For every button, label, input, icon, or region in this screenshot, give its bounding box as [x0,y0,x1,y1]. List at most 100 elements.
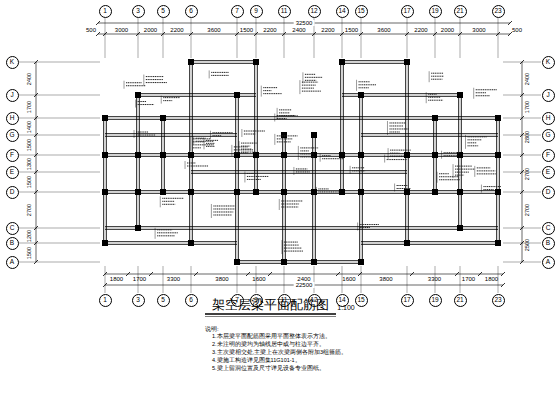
axis-number: F [10,152,14,159]
axis-bubble: 17 [401,5,414,18]
axis-number: A [546,259,550,266]
beam [343,62,344,192]
dimension-tick [455,272,459,276]
dimension-tick [246,272,250,276]
axis-line [460,18,461,58]
axis-bubble: 5 [157,294,170,307]
beam [361,136,498,137]
column [281,189,287,195]
note-line: 5.梁上留洞位置及尺寸详见设备专业图纸。 [212,366,325,372]
dimension-text: 1700 [133,276,146,282]
beam-annotation-mark [263,93,282,94]
axis-number: E [10,169,14,176]
dimension-text: 2400 [525,72,531,84]
beam-annotation-mark [302,85,316,86]
beam-annotation-mark [247,173,256,174]
axis-number: B [546,240,550,247]
beam-annotation-mark [281,206,298,207]
dimension-text: 3800 [215,276,228,282]
column [160,115,166,121]
axis-number: 3 [136,297,140,304]
title-underline [205,316,336,317]
beam-annotation-mark [279,109,292,110]
beam [191,60,256,61]
scale-text: 1:100 [337,304,355,311]
beam-annotation-mark [477,173,496,174]
leader-line [203,138,204,149]
plan-linework [19,18,541,317]
beam-annotation-mark [146,76,164,77]
column [160,152,166,158]
axis-number: 7 [235,8,239,15]
beam-annotation-mark [136,132,148,133]
dimension-tick [405,32,409,36]
beam-annotation-mark [397,188,411,189]
beam-annotation-mark [322,155,331,156]
axis-line [138,18,139,58]
beam [136,95,137,228]
beam-annotation-mark [247,176,269,177]
leader-line [394,184,395,192]
beam [191,63,256,64]
axis-bubble: 3 [132,5,145,18]
column [188,189,194,195]
leader-line [211,204,212,218]
beam-annotation-mark [162,204,175,205]
axis-line [105,266,106,293]
column [358,259,364,265]
axis-bubble: F [6,149,19,162]
dimension-tick [501,283,505,287]
dimension-tick [161,32,165,36]
beam-annotation-mark [477,167,490,168]
axis-number: 14 [338,8,345,15]
axis-number: E [546,169,550,176]
dimension-tick [520,190,524,194]
column [311,189,317,195]
beam [105,133,237,134]
axis-number: 17 [403,8,410,15]
axis-number: 1 [103,297,107,304]
beam [105,241,237,242]
leader-line [429,71,430,82]
leader-line [134,130,135,138]
beam-annotation-mark [193,144,214,145]
axis-bubble: 1 [99,294,112,307]
column [135,225,141,231]
beam [238,95,239,262]
beam-annotation-mark [389,131,399,132]
beam-annotation-mark [439,179,460,180]
leader-line [155,228,156,239]
beam-annotation-mark [431,73,443,74]
beam [105,229,498,230]
dimension-tick [34,241,38,245]
beam-annotation-mark [476,92,487,93]
column [432,152,438,158]
beam-annotation-mark [390,150,411,151]
leader-line [135,100,136,108]
beam-annotation-mark [467,139,481,140]
axis-bubble: 21 [454,294,467,307]
axis-bubble: E [6,166,19,179]
beam-annotation-mark [390,153,399,154]
beam-annotation-mark [300,150,309,151]
dimension-tick [282,32,286,36]
dimension-text: 1500 [240,27,253,33]
axis-line [361,266,362,293]
axis-line [237,18,238,58]
dimension-tick [103,272,107,276]
beam-annotation-mark [389,125,403,126]
dimension-text: 1500 [27,176,33,188]
leader-line [465,135,466,149]
axis-number: C [546,225,551,232]
column [457,152,463,158]
dimension-line [98,34,510,35]
column [495,115,501,121]
axis-number: 23 [494,8,501,15]
axis-bubble: B [542,237,555,250]
dimension-text: 1300 [27,157,33,169]
dimension-tick [520,116,524,120]
dimension-tick [34,60,38,64]
beam-annotation-mark [444,152,460,153]
beam-annotation-mark [234,149,254,150]
axis-bubble: A [6,256,19,269]
